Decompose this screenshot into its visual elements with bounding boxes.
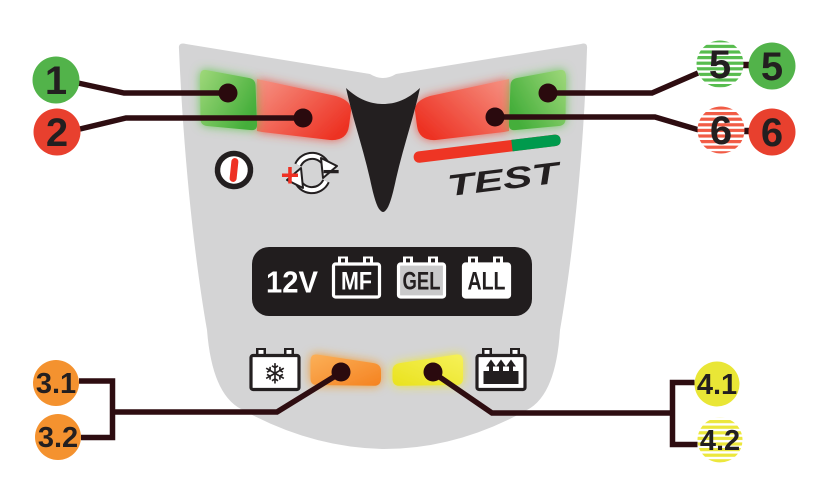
callout-4-2: 4.2 bbox=[697, 417, 743, 463]
callout-label: 3.1 bbox=[36, 368, 76, 400]
callout-1: 1 bbox=[32, 56, 80, 104]
led-marker-dot bbox=[485, 107, 505, 127]
snowflake-icon: ❄ bbox=[263, 358, 286, 391]
callout-label: 5 bbox=[709, 43, 731, 87]
led-marker-dot bbox=[293, 108, 313, 128]
callout-3-2: 3.2 bbox=[35, 414, 81, 460]
up-arrow bbox=[486, 359, 496, 372]
callout-bracket-4 bbox=[669, 379, 698, 448]
callout-bracket-3 bbox=[79, 378, 116, 441]
callout-label: 3.2 bbox=[38, 422, 78, 454]
callout-label: 1 bbox=[45, 59, 67, 103]
center-arrow-icon bbox=[346, 88, 420, 212]
callout-5-blinking: 5 bbox=[696, 40, 744, 88]
charging-battery-icon bbox=[475, 348, 527, 392]
callout-line-6 bbox=[495, 114, 700, 133]
callout-label: 5 bbox=[761, 45, 783, 89]
callout-label: 4.1 bbox=[697, 369, 737, 401]
battery-icon-gel: GEL bbox=[396, 256, 447, 299]
led-marker-dots bbox=[218, 83, 558, 382]
power-icon bbox=[214, 150, 254, 190]
callout-line-3 bbox=[112, 370, 343, 415]
callout-line-1 bbox=[77, 80, 228, 96]
battery-icon-all: ALL bbox=[461, 256, 512, 299]
battery-type-label: GEL bbox=[403, 268, 441, 296]
up-arrow bbox=[496, 359, 506, 372]
callout-line-2 bbox=[79, 115, 303, 132]
arrow-head bbox=[320, 157, 338, 179]
battery-type-label: MF bbox=[341, 268, 372, 296]
plus-sign: + bbox=[281, 157, 300, 193]
callout-4-1: 4.1 bbox=[694, 361, 740, 407]
test-bar-green bbox=[511, 134, 561, 152]
callout-label: 2 bbox=[46, 111, 68, 155]
battery-icon-mf: MF bbox=[331, 256, 382, 299]
callout-line-4 bbox=[431, 370, 673, 416]
battery-type-label: ALL bbox=[468, 268, 506, 296]
led-marker-dot bbox=[331, 362, 351, 382]
led-marker-dot bbox=[538, 83, 558, 103]
minus-sign: − bbox=[322, 156, 340, 189]
battery-type-panel: 12V MF GEL ALL bbox=[252, 247, 532, 316]
up-arrow bbox=[506, 359, 516, 372]
callout-6-steady: 6 bbox=[748, 108, 796, 156]
callout-6-blinking: 6 bbox=[697, 106, 745, 154]
callout-lines bbox=[77, 61, 753, 448]
recharge-icon: + − bbox=[281, 151, 340, 195]
callout-line-5 bbox=[548, 70, 700, 96]
led-marker-dot bbox=[218, 83, 238, 103]
led-marker-dot bbox=[423, 362, 443, 382]
callout-label: 4.2 bbox=[700, 425, 740, 457]
callout-3-1: 3.1 bbox=[33, 360, 79, 406]
callout-label: 6 bbox=[710, 109, 732, 153]
cold-battery-icon: ❄ bbox=[249, 348, 301, 392]
callout-label: 6 bbox=[761, 111, 783, 155]
callout-2: 2 bbox=[33, 108, 81, 156]
voltage-label: 12V bbox=[266, 265, 318, 300]
callout-5-steady: 5 bbox=[748, 42, 796, 90]
arrow-head bbox=[286, 167, 304, 189]
